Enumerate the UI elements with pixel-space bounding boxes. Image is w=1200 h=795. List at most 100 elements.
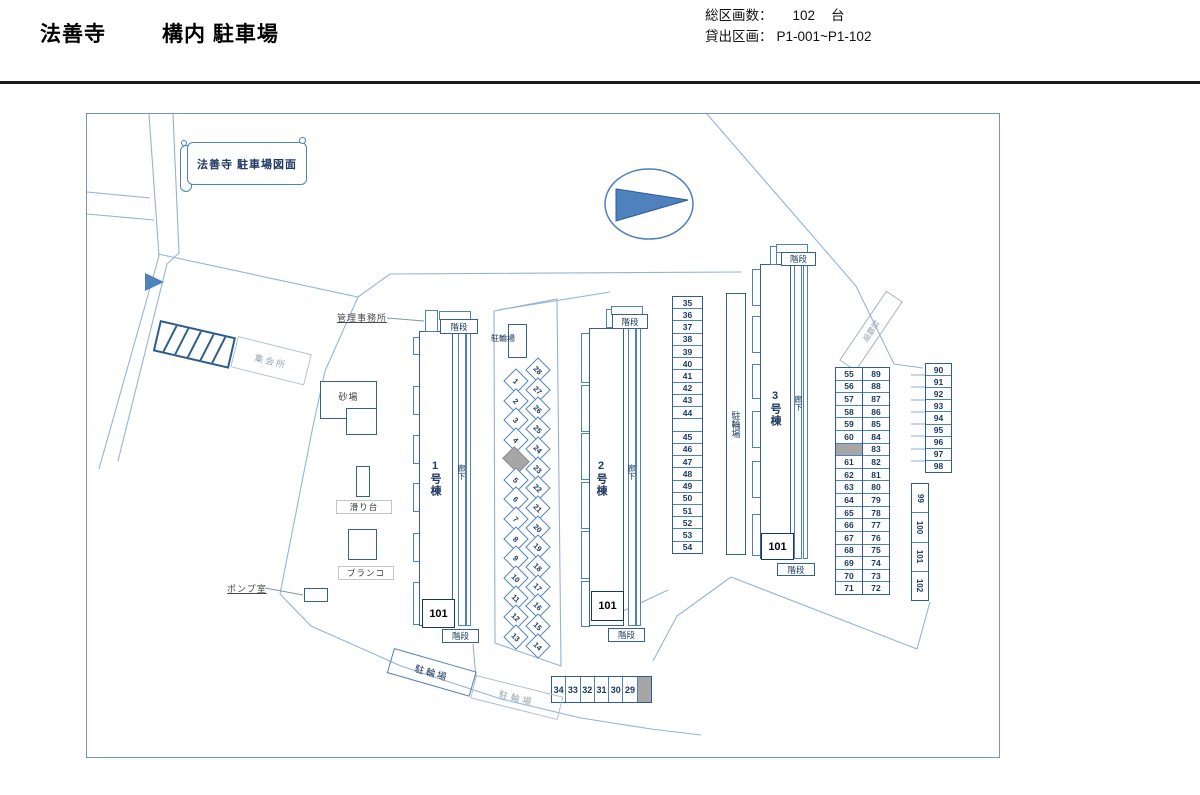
room-101: 101: [422, 599, 455, 628]
building-2-corridor-label: 廊下: [627, 464, 636, 480]
parking-cell: 48: [673, 468, 702, 481]
stairs-label-box: 階段: [612, 314, 648, 329]
parking-cell: 62: [836, 469, 862, 482]
parking-cell: 40: [673, 358, 702, 371]
pump-room: [304, 588, 328, 602]
parking-cell: 90: [926, 364, 951, 377]
boundary-west: [279, 296, 359, 595]
parking-cell: 100: [912, 513, 928, 543]
parking-cell: [836, 443, 862, 457]
parking-cell: 36: [673, 309, 702, 322]
slide-structure: [356, 466, 370, 497]
building-1-name: 1号棟: [429, 460, 441, 497]
parking-cell: 91: [926, 376, 951, 389]
parking-cell: 65: [836, 507, 862, 520]
stairs-label-box: 階段: [777, 563, 815, 576]
parking-cell: 99: [912, 484, 928, 514]
sandbox-annex: [346, 408, 377, 435]
parking-cell: 96: [926, 437, 951, 449]
parking-cell: 94: [926, 412, 951, 425]
site-map: 法善寺 駐車場図面 集会所 管理事務所 砂場 滑り台 ブランコ ポンプ室: [86, 113, 1000, 758]
parking-cell: 39: [673, 346, 702, 359]
pump-room-label: ポンプ室: [227, 584, 267, 594]
bicycle-parking-structure: [508, 324, 527, 358]
scroll-banner-pin-left: [181, 140, 187, 146]
parking-cell: 51: [673, 505, 702, 518]
page-title: 法善寺構内 駐車場: [40, 18, 279, 48]
parking-cell: 53: [673, 529, 702, 542]
parking-cell: 80: [863, 481, 889, 495]
parking-cell: 86: [863, 406, 889, 419]
rental-range-label: 貸出区画：: [705, 29, 773, 44]
building-3-corridor-outer: [803, 264, 808, 559]
page-title-site: 法善寺: [40, 23, 106, 46]
stairs-label-box: 階段: [442, 629, 479, 643]
bicycle-parking-label: 駐輪場: [730, 410, 741, 438]
road-arrow-icon: [145, 273, 164, 291]
parking-cell: 47: [673, 456, 702, 469]
boundary-northeast-diagonal: [706, 114, 924, 369]
parking-cell: 37: [673, 321, 702, 334]
building-3-body: [760, 264, 791, 559]
parking-cell: 52: [673, 517, 702, 530]
compass-circle: [604, 168, 694, 240]
stairs-label-box: 階段: [781, 252, 816, 266]
total-spaces-unit: 台: [831, 8, 845, 23]
parking-cell: 55: [836, 368, 862, 381]
building-3-corridor: [794, 264, 802, 559]
parking-cell: 88: [863, 381, 889, 394]
parking-cell: 43: [673, 395, 702, 408]
parking-cell: 46: [673, 444, 702, 457]
parking-cell: 101: [912, 543, 928, 572]
parking-cell: 83: [863, 444, 889, 457]
map-line-work: [87, 114, 931, 736]
parking-cell: 54: [682, 542, 693, 553]
parking-cell: 59: [836, 418, 862, 432]
parking-cell: 35: [673, 297, 702, 310]
parking-cell: 77: [863, 519, 889, 532]
rental-range-value: P1-001~P1-102: [776, 29, 872, 44]
bicycle-parking-label: 駐輪場: [491, 334, 515, 343]
building-2-corridor-outer: [636, 328, 641, 626]
parking-cell: 57: [836, 393, 862, 406]
parking-cell: 45: [673, 432, 702, 444]
parking-cell: 70: [836, 570, 862, 583]
stairs-structure: [770, 246, 777, 265]
swing-label: ブランコ: [338, 566, 394, 580]
header-divider: [0, 81, 1200, 84]
parking-cell: 82: [863, 456, 889, 469]
admin-office-building: [425, 310, 438, 332]
building-2-name: 2号棟: [595, 460, 607, 497]
parking-cell: 68: [836, 545, 862, 558]
parking-cell: 81: [863, 469, 889, 482]
parking-cell: 31: [595, 677, 610, 702]
building-3-corridor-label: 廊下: [794, 395, 803, 411]
header-stats: 総区画数： 102 台 貸出区画：P1-001~P1-102: [705, 5, 871, 47]
parking-cell: 98: [933, 461, 944, 472]
parking-cell: 38: [673, 334, 702, 346]
boundary-southeast-2: [730, 576, 931, 650]
slide-label: 滑り台: [336, 500, 392, 514]
road-stub-2: [87, 213, 155, 221]
sandbox-label: 砂場: [338, 392, 359, 402]
parking-cell: 50: [673, 493, 702, 505]
total-spaces-value: 102: [792, 8, 816, 23]
parking-cell: 87: [863, 393, 889, 406]
room-101: 101: [591, 591, 624, 621]
parking-cell: 34: [552, 677, 567, 702]
parking-cell: 56: [836, 381, 862, 394]
total-spaces-label: 総区画数：: [705, 8, 773, 23]
bicycle-parking-structure: 駐輪場: [726, 293, 746, 555]
parking-cell: [637, 677, 651, 702]
parking-cell: 49: [673, 481, 702, 493]
boundary-seg-bldg2-corner: [618, 589, 669, 614]
parking-cell: 95: [926, 425, 951, 437]
room-101: 101: [761, 533, 794, 560]
parking-cell: 32: [581, 677, 595, 702]
